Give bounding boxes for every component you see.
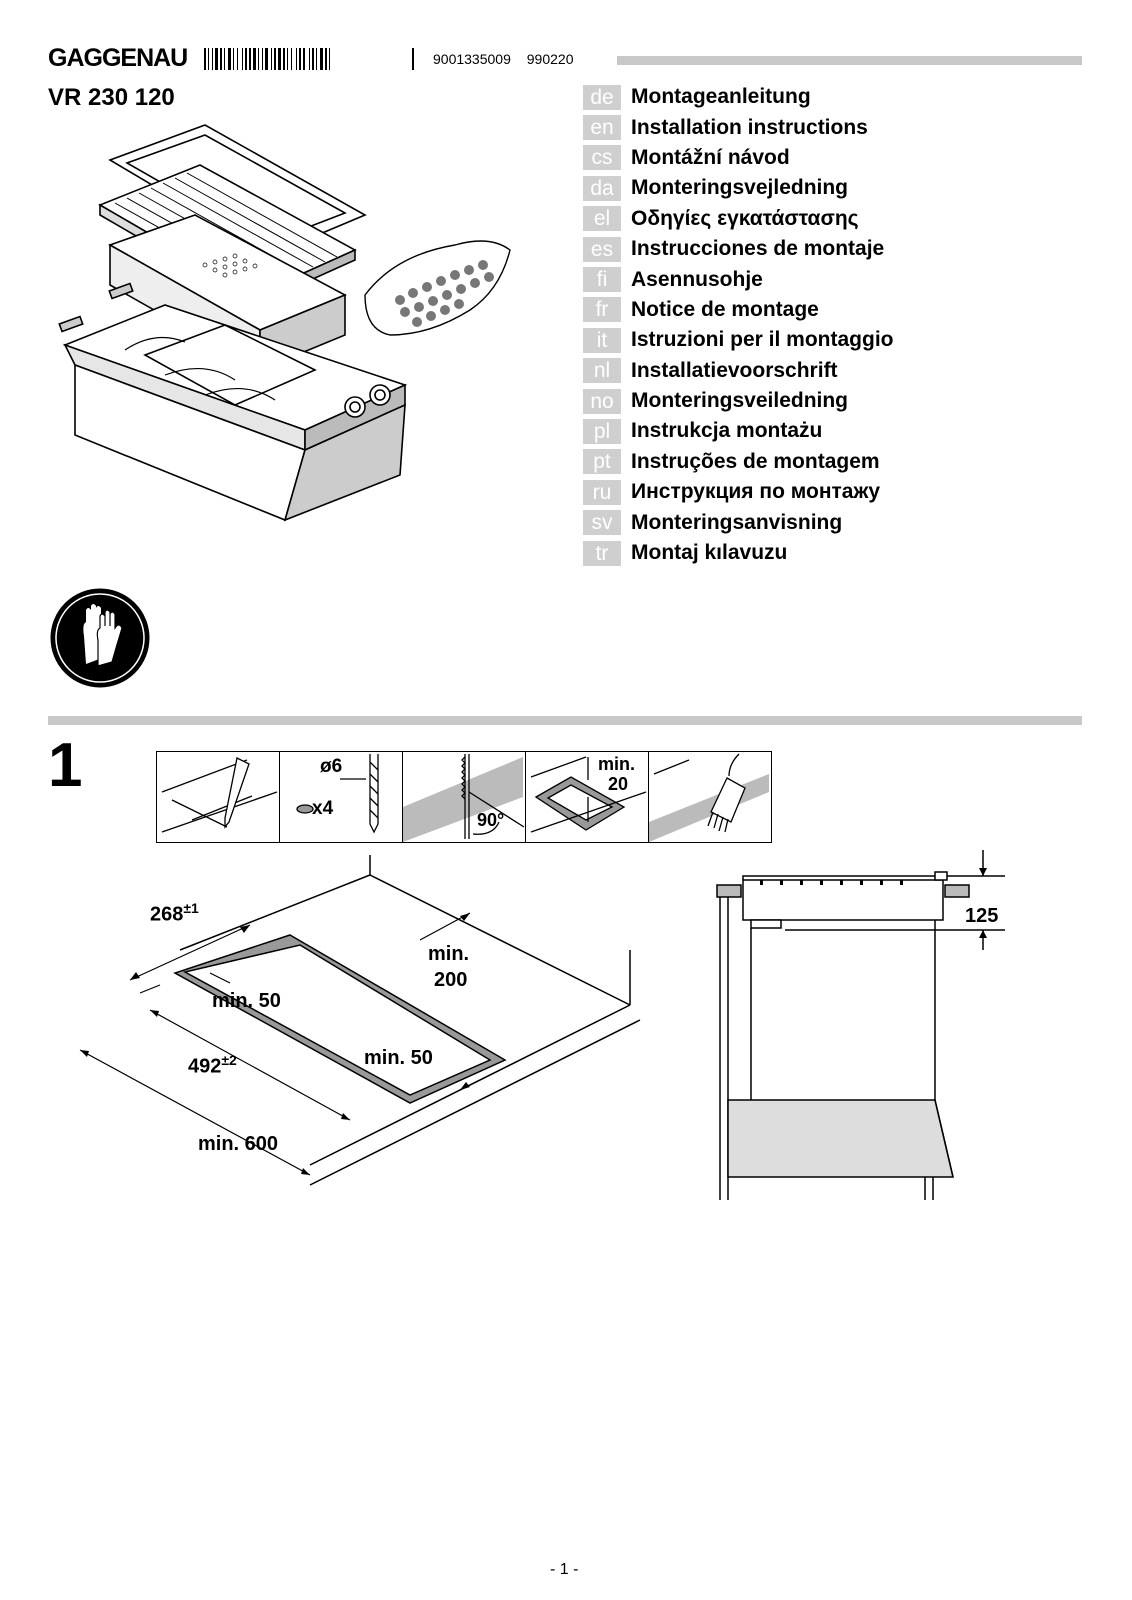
language-title: Instrucciones de montaje — [631, 237, 885, 261]
language-title: Instruções de montagem — [631, 449, 880, 473]
language-title: Инструкция по монтажу — [631, 480, 881, 504]
cutout-min-width: min. 600 — [198, 1133, 279, 1155]
hole-quantity: x4 — [312, 798, 334, 819]
language-title: Montaj kılavuzu — [631, 541, 788, 565]
language-item-es: es Instrucciones de montaje — [583, 234, 894, 264]
language-title: Οδηγίες εγκατάστασης — [631, 206, 859, 230]
cutout-min-value: 20 — [608, 774, 629, 794]
gloves-icon — [50, 588, 150, 688]
model-number: VR 230 120 — [48, 84, 175, 111]
language-item-fr: fr Notice de montage — [583, 295, 894, 325]
language-item-it: it Istruzioni per il montaggio — [583, 325, 894, 355]
cutout-width: 492±2 — [188, 1052, 237, 1078]
language-item-sv: sv Monteringsanvisning — [583, 507, 894, 537]
cutout-depth: 268±1 — [150, 900, 199, 926]
installation-height: 125 — [965, 905, 999, 927]
language-item-de: de Montageanleitung — [583, 82, 894, 112]
language-code-badge: el — [583, 206, 621, 232]
language-item-pl: pl Instrukcja montażu — [583, 416, 894, 446]
tool-drill: ø6 x4 — [280, 752, 403, 842]
tool-cutout-min: min. 20 — [526, 752, 649, 842]
language-item-en: en Installation instructions — [583, 112, 894, 142]
language-code-badge: fr — [583, 297, 621, 323]
saw-icon — [403, 754, 525, 842]
language-code-badge: de — [583, 84, 621, 110]
language-code-badge: ru — [583, 479, 621, 505]
language-item-el: el Οδηγίες εγκατάστασης — [583, 204, 894, 234]
article-code: 9001335009 — [433, 51, 511, 67]
language-item-da: da Monteringsvejledning — [583, 173, 894, 203]
section-rule — [48, 716, 1082, 725]
step-number: 1 — [48, 731, 83, 800]
brand-logo: GAGGENAU — [48, 44, 188, 72]
drill-icon — [296, 754, 379, 834]
language-item-cs: cs Montážní návod — [583, 143, 894, 173]
drill-diameter: ø6 — [320, 756, 343, 777]
language-code-badge: fi — [583, 267, 621, 293]
language-title: Montážní návod — [631, 145, 790, 169]
language-code-badge: pl — [583, 418, 621, 444]
tool-strip: ø6 x4 90° min. 20 — [156, 751, 772, 843]
language-item-nl: nl Installatievoorschrift — [583, 356, 894, 386]
language-code-badge: no — [583, 388, 621, 414]
language-list: de Montageanleitung en Installation instruc… — [583, 82, 894, 568]
language-title: Montageanleitung — [631, 85, 811, 109]
cabinet-section-diagram — [716, 850, 1005, 1200]
language-item-ru: ru Инструкция по монтажу — [583, 477, 894, 507]
article-codes: 9001335009 990220 — [433, 51, 573, 67]
language-code-badge: it — [583, 327, 621, 353]
language-title: Istruzioni per il montaggio — [631, 328, 894, 352]
barcode — [204, 48, 414, 70]
cutout-min-back-label: min. — [428, 943, 470, 965]
language-item-no: no Monteringsveiledning — [583, 386, 894, 416]
cutout-min-side: min. 50 — [364, 1047, 433, 1069]
cutout-min-front: min. 50 — [212, 990, 281, 1012]
language-title: Instrukcja montażu — [631, 419, 823, 443]
language-title: Installation instructions — [631, 115, 868, 139]
language-title: Asennusohje — [631, 267, 763, 291]
cutout-min-back-value: 200 — [434, 969, 468, 991]
language-title: Notice de montage — [631, 297, 819, 321]
cutout-min-label: min. — [598, 754, 636, 774]
language-title: Installatievoorschrift — [631, 358, 838, 382]
language-item-fi: fi Asennusohje — [583, 264, 894, 294]
language-code-badge: en — [583, 115, 621, 141]
language-title: Monteringsvejledning — [631, 176, 849, 200]
language-code-badge: tr — [583, 540, 621, 566]
language-code-badge: pt — [583, 449, 621, 475]
date-code: 990220 — [526, 51, 574, 67]
cutout-diagram — [79, 855, 641, 1186]
tool-saw: 90° — [403, 752, 526, 842]
language-code-badge: nl — [583, 358, 621, 384]
language-code-badge: sv — [583, 510, 621, 536]
language-code-badge: da — [583, 175, 621, 201]
language-code-badge: es — [583, 236, 621, 262]
language-item-pt: pt Instruções de montagem — [583, 447, 894, 477]
language-code-badge: cs — [583, 145, 621, 171]
language-item-tr: tr Montaj kılavuzu — [583, 538, 894, 568]
tool-marking — [157, 752, 280, 842]
page-number: - 1 - — [550, 1561, 579, 1578]
language-title: Monteringsanvisning — [631, 510, 843, 534]
saw-angle: 90° — [477, 810, 505, 830]
product-exploded-illustration — [58, 124, 511, 522]
cutout-icon — [530, 756, 647, 833]
tool-seal — [649, 752, 771, 842]
brush-icon — [649, 753, 769, 842]
header-rule — [617, 56, 1082, 65]
language-title: Monteringsveiledning — [631, 389, 849, 413]
pencil-icon — [161, 757, 278, 833]
